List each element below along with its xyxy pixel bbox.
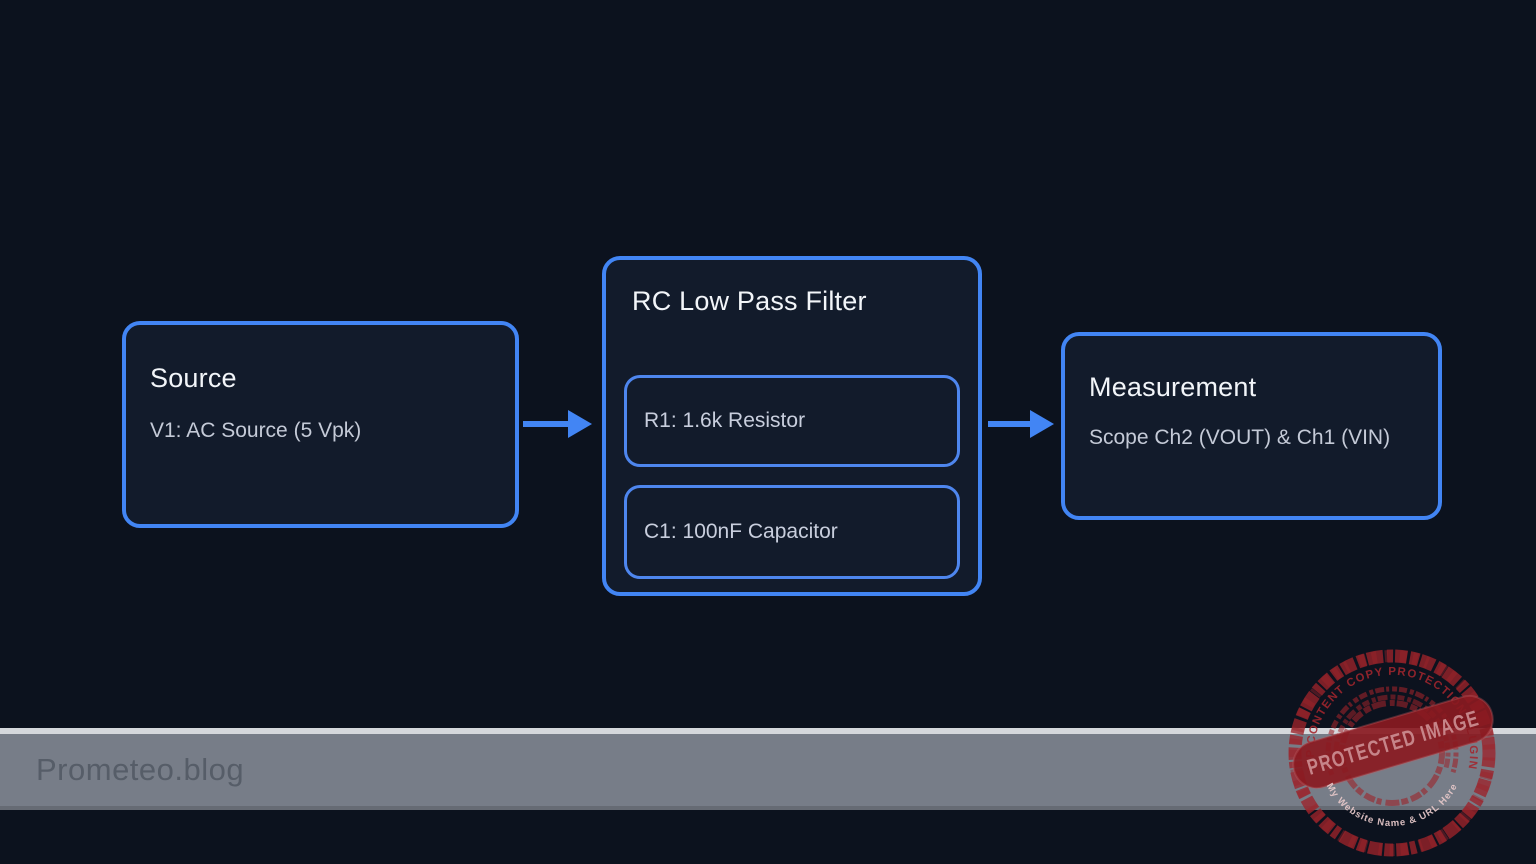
stamp-inner-ring	[1339, 700, 1445, 806]
arrow-line	[523, 421, 571, 427]
arrow-filter-to-measurement	[988, 410, 1054, 438]
filter-title: RC Low Pass Filter	[632, 286, 867, 316]
component-capacitor: C1: 100nF Capacitor	[624, 485, 960, 579]
arrow-line	[988, 421, 1033, 427]
node-rc-low-pass-filter: RC Low Pass Filter R1: 1.6k Resistor C1:…	[602, 256, 982, 596]
measurement-title: Measurement	[1089, 372, 1257, 402]
resistor-label: R1: 1.6k Resistor	[644, 409, 806, 432]
footer-brand: Prometeo.blog	[36, 752, 245, 787]
capacitor-label: C1: 100nF Capacitor	[644, 520, 838, 543]
component-resistor: R1: 1.6k Resistor	[624, 375, 960, 467]
node-measurement: Measurement Scope Ch2 (VOUT) & Ch1 (VIN)	[1061, 332, 1442, 520]
arrow-head-icon	[1030, 410, 1054, 438]
arrow-head-icon	[568, 410, 592, 438]
measurement-subtitle: Scope Ch2 (VOUT) & Ch1 (VIN)	[1089, 426, 1391, 449]
footer-bar: Prometeo.blog	[0, 734, 1536, 810]
arrow-source-to-filter	[523, 410, 592, 438]
protected-image-stamp-icon: WP CONTENT COPY PROTECTION PLUGIN PROTEC…	[1288, 649, 1496, 857]
source-subtitle: V1: AC Source (5 Vpk)	[150, 419, 362, 442]
footer-divider-strip	[0, 728, 1536, 734]
stamp-outer-ring-texture	[1289, 650, 1495, 856]
source-title: Source	[150, 363, 237, 393]
stamp-outer-ring	[1288, 649, 1496, 857]
node-source: Source V1: AC Source (5 Vpk)	[122, 321, 519, 528]
